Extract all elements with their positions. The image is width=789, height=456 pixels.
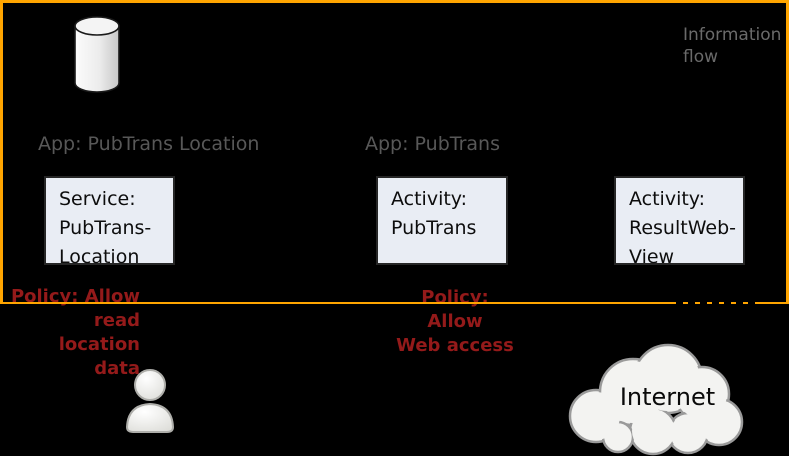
activity-box-pubtrans: Activity: PubTrans <box>376 176 508 265</box>
policy-label-web-access: Policy: Allow Web access <box>396 287 514 356</box>
internet-label: Internet <box>619 383 716 411</box>
information-flow-label: Information flow <box>683 25 782 67</box>
user-icon <box>124 368 176 434</box>
database-cylinder-icon <box>73 16 121 94</box>
policy-label-read-location: Policy: Allow read location data <box>10 286 140 379</box>
information-flow-region <box>0 0 789 304</box>
information-flow-region-bottom-border <box>0 302 786 304</box>
border-occlusion-artifact <box>676 301 760 305</box>
internet-cloud-icon <box>558 342 750 456</box>
service-box-pubtrans-location: Service: PubTrans- Location <box>44 176 175 268</box>
app-label-pubtrans: App: PubTrans <box>365 133 500 155</box>
app-label-pubtrans-location: App: PubTrans Location <box>38 133 260 155</box>
activity-box-resultwebview: Activity: ResultWeb- View <box>614 176 745 268</box>
